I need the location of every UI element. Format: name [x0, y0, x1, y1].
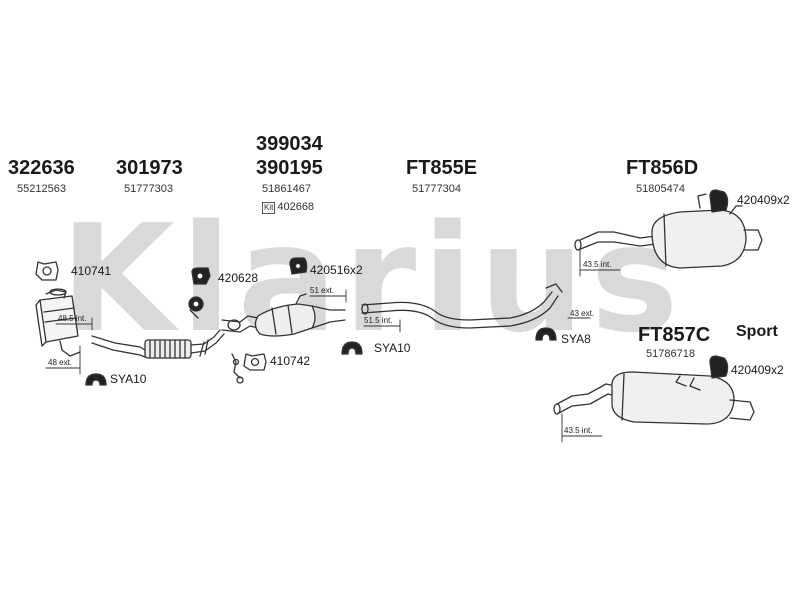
rear-silencer-drawing	[574, 193, 763, 269]
part-code-399034: 399034	[256, 133, 323, 155]
fitting-410741: 410741	[71, 264, 112, 278]
kit-ref-402668: 402668	[277, 201, 315, 213]
fitting-icons	[35, 189, 729, 386]
part-ref-51805474: 51805474	[636, 183, 685, 195]
part-code-ft855e: FT855E	[406, 157, 478, 179]
fitting-420628: 420628	[218, 271, 259, 285]
dimension-48-5-int: 48.5 int.	[58, 314, 87, 323]
dimension-43-5-int-bottom: 43.5 int.	[564, 426, 593, 435]
part-code-ft856d: FT856D	[626, 157, 699, 179]
part-code-390195: 390195	[256, 157, 323, 179]
dimension-43-ext: 43 ext.	[570, 309, 595, 318]
fitting-420409x2-top: 420409x2	[737, 193, 790, 207]
variant-label-sport: Sport	[736, 323, 778, 340]
front-catalyst-drawing	[35, 288, 81, 357]
dimension-51-ext: 51 ext.	[310, 286, 335, 295]
part-code-301973: 301973	[116, 157, 183, 179]
part-code-322636: 322636	[8, 157, 75, 179]
flex-pipe-drawing	[91, 329, 244, 384]
part-ref-51786718: 51786718	[646, 348, 695, 360]
watermark-text: Klarius	[60, 193, 685, 365]
part-ref-55212563: 55212563	[17, 183, 66, 195]
fitting-sya8: SYA8	[561, 332, 591, 346]
rear-silencer-sport-drawing	[553, 371, 755, 425]
part-ref-51777304: 51777304	[412, 183, 461, 195]
intermediate-pipe-drawing	[361, 283, 563, 329]
kit-badge: Kit	[262, 202, 276, 214]
dimension-48-ext: 48 ext.	[48, 358, 73, 367]
dimension-lines	[45, 249, 621, 443]
part-code-ft857c: FT857C	[638, 324, 711, 346]
fitting-sya10-mid: SYA10	[374, 341, 411, 355]
fitting-410742: 410742	[270, 354, 311, 368]
part-ref-51861467: 51861467	[262, 183, 311, 195]
dimension-51-5-int: 51.5 int.	[364, 316, 393, 325]
fitting-420516x2: 420516x2	[310, 263, 363, 277]
dimension-43-5-int-top: 43.5 int.	[583, 260, 612, 269]
fitting-420409x2-bottom: 420409x2	[731, 363, 784, 377]
mid-catalyst-drawing	[221, 293, 346, 337]
part-ref-51777303: 51777303	[124, 183, 173, 195]
fitting-sya10-front: SYA10	[110, 372, 147, 386]
